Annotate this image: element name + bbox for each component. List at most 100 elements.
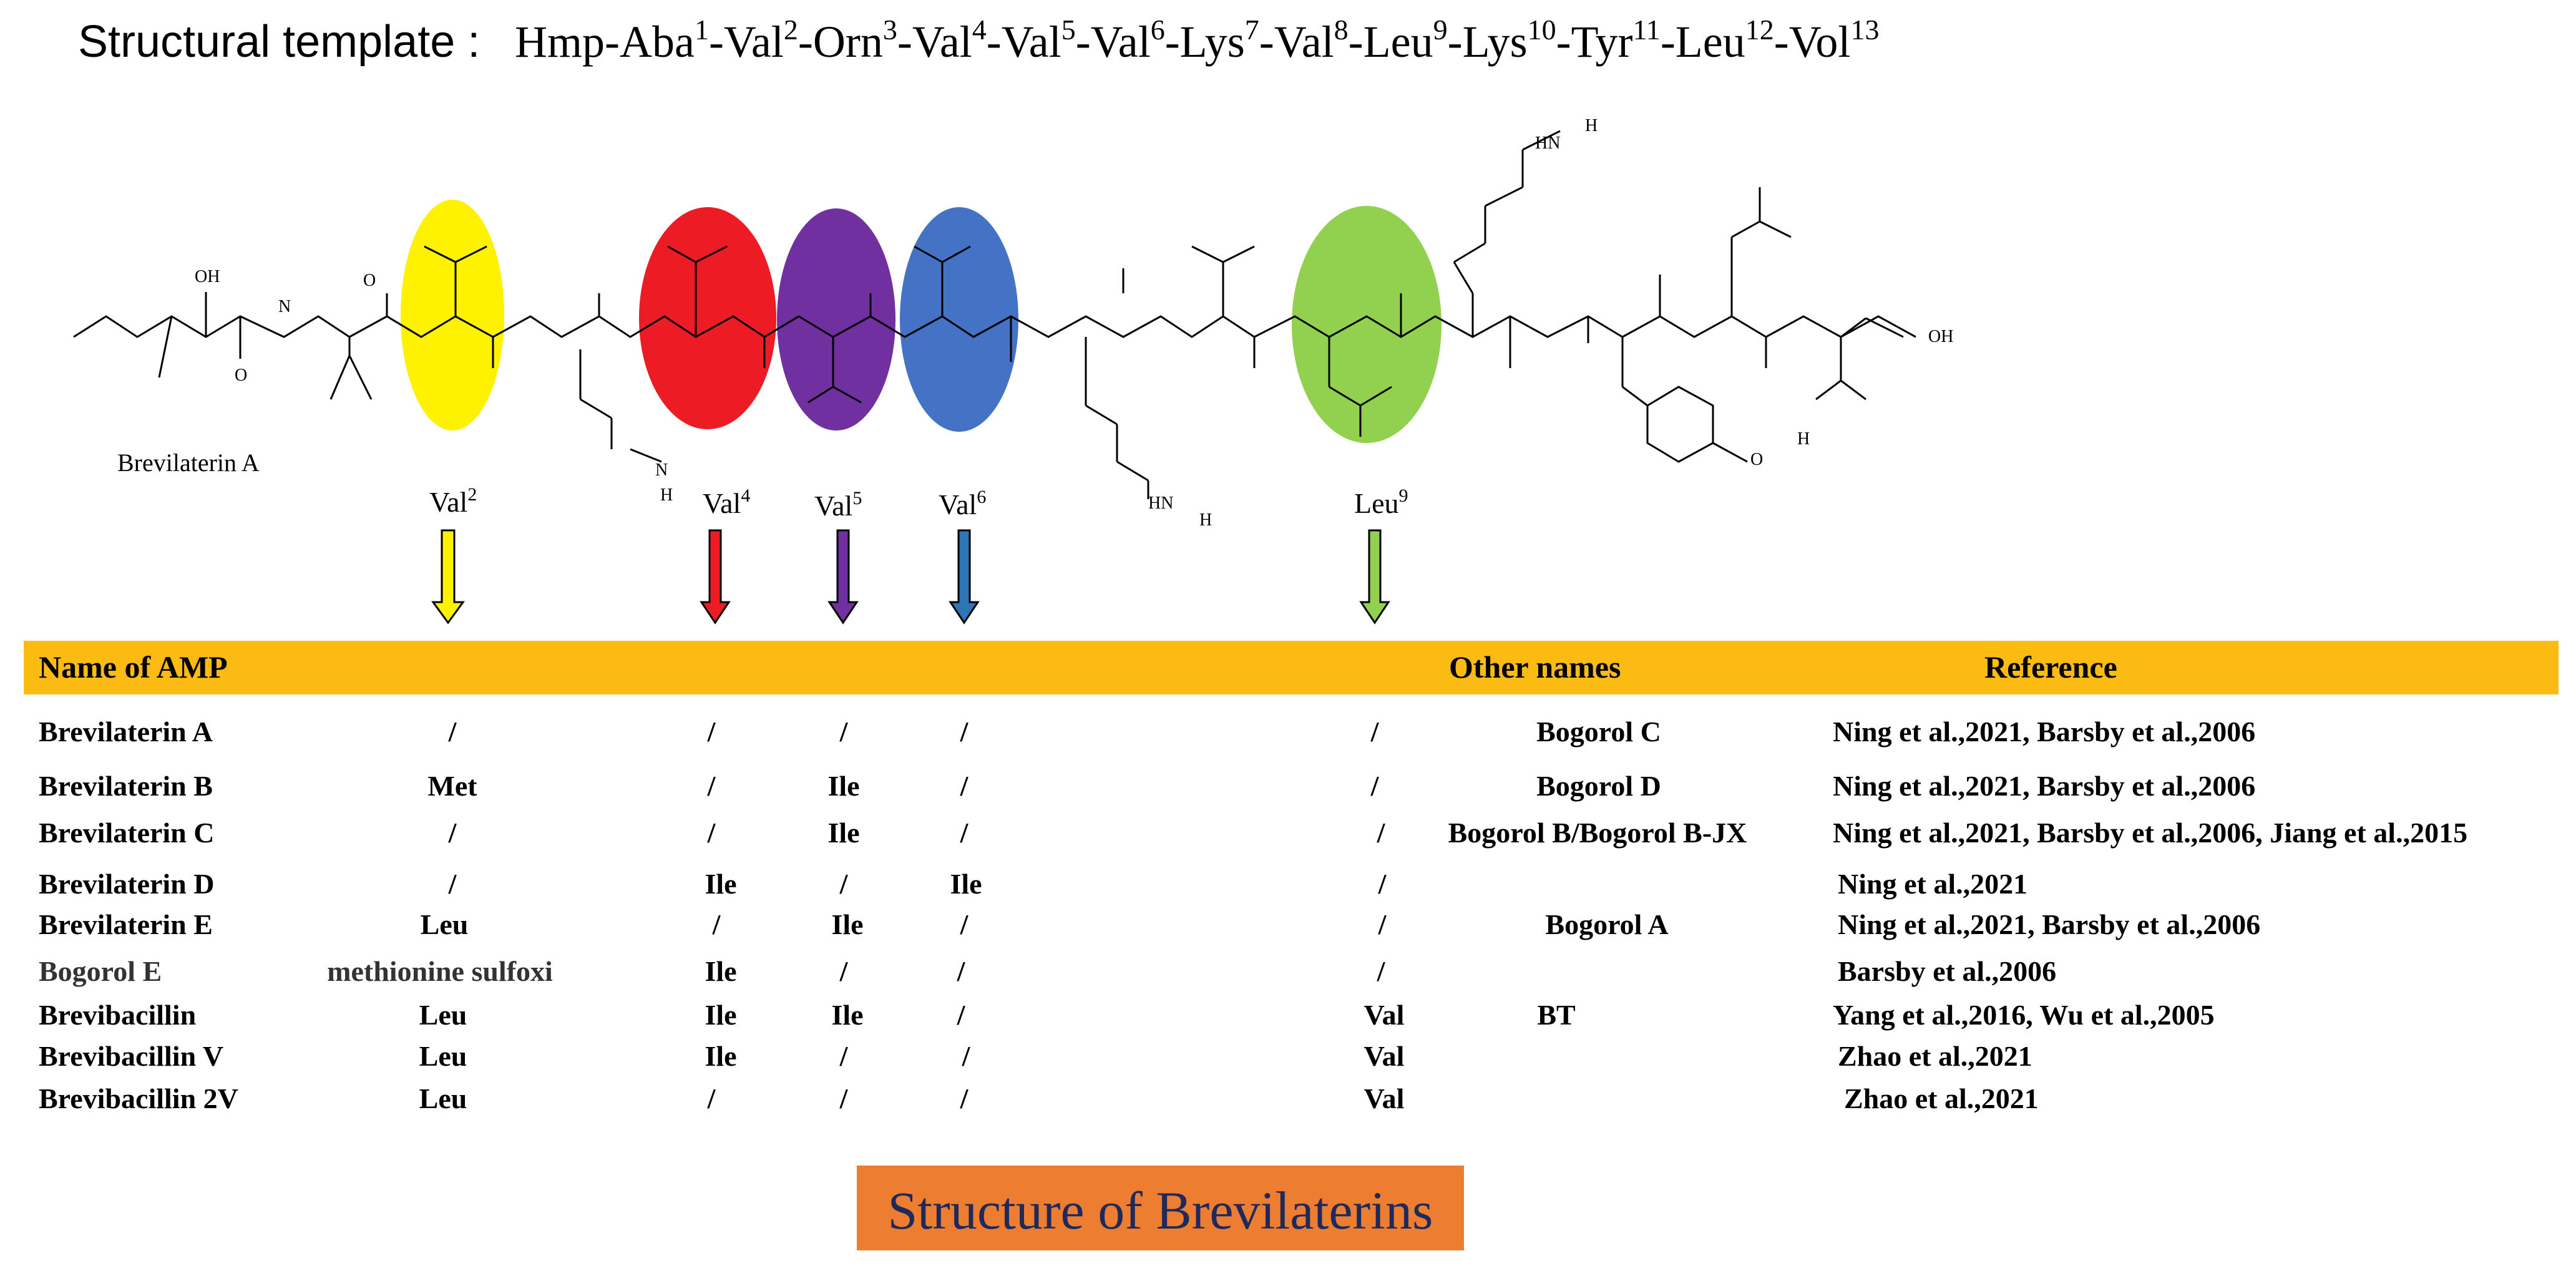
val2-substitution: Leu <box>419 1083 467 1114</box>
residue-label-val5: Val5 <box>814 489 862 522</box>
val4-substitution: Ile <box>705 955 737 987</box>
reference: Ning et al.,2021, Barsby et al.,2006 <box>1833 770 2256 802</box>
val2-substitution: methionine sulfoxi <box>327 955 553 987</box>
seq-res: -Val <box>986 17 1061 67</box>
h-atom: H <box>1585 116 1598 135</box>
residue-num: 6 <box>977 487 987 507</box>
val4-substitution: / <box>707 1083 716 1114</box>
reference: Ning et al.,2021 <box>1838 868 2028 900</box>
amp-name: Brevibacillin V <box>39 1040 224 1072</box>
val6-substitution: Ile <box>950 868 982 900</box>
n-atom: N <box>278 297 291 316</box>
seq-res: Hmp-Aba <box>515 17 695 67</box>
residue-num: 4 <box>741 485 751 506</box>
arrow-val6 <box>949 529 980 625</box>
val5-substitution: / <box>839 716 848 747</box>
leu9-substitution: / <box>1377 817 1385 849</box>
o-atom: O <box>235 366 247 385</box>
other-names: Bogorol A <box>1545 908 1669 940</box>
residue-name: Val <box>939 489 977 520</box>
o-atom: O <box>363 271 376 290</box>
amp-name: Brevilaterin A <box>39 716 213 747</box>
reference: Ning et al.,2021, Barsby et al.,2006, Ji… <box>1833 817 2468 849</box>
leu9-substitution: / <box>1370 770 1379 802</box>
val5-highlight <box>777 208 895 431</box>
val6-substitution: / <box>960 817 968 849</box>
seq-res: -Lys <box>1447 17 1528 67</box>
leu9-substitution: Val <box>1364 1083 1405 1114</box>
val6-substitution: / <box>957 955 965 987</box>
seq-num: 10 <box>1527 14 1556 46</box>
reference: Ning et al.,2021, Barsby et al.,2006 <box>1838 908 2261 940</box>
other-names: Bogorol B/Bogorol B-JX <box>1448 817 1747 849</box>
reference: Zhao et al.,2021 <box>1844 1083 2039 1114</box>
seq-res: -Leu <box>1348 17 1433 67</box>
val2-substitution: Leu <box>419 999 467 1031</box>
val5-substitution: Ile <box>831 908 864 940</box>
val4-substitution: / <box>707 770 716 802</box>
table-header-bar <box>24 641 2559 694</box>
val4-substitution: Ile <box>705 868 737 900</box>
amp-name: Brevibacillin 2V <box>39 1083 238 1114</box>
reference: Yang et al.,2016, Wu et al.,2005 <box>1833 999 2215 1031</box>
other-names: Bogorol C <box>1536 716 1661 747</box>
reference: Zhao et al.,2021 <box>1838 1040 2032 1072</box>
arrow-val2 <box>431 529 465 625</box>
h-atom: H <box>1199 510 1212 530</box>
seq-num: 1 <box>694 14 709 46</box>
residue-label-val2: Val2 <box>429 485 477 519</box>
seq-res: -Val <box>1075 17 1151 67</box>
seq-res: -Orn <box>798 17 883 67</box>
oh-end-atom: OH <box>1928 327 1953 346</box>
val2-substitution: / <box>448 716 457 747</box>
seq-num: 7 <box>1244 14 1259 46</box>
val4-substitution: / <box>707 817 716 849</box>
residue-name: Leu <box>1354 487 1399 519</box>
val6-substitution: / <box>960 908 968 940</box>
seq-res: -Val <box>1259 17 1334 67</box>
val6-substitution: / <box>960 1083 968 1114</box>
leu9-substitution: / <box>1378 868 1387 900</box>
arrow-leu9 <box>1359 529 1390 625</box>
val5-substitution: / <box>839 955 848 987</box>
amp-name: Brevilaterin B <box>39 770 213 802</box>
residue-num: 2 <box>467 484 477 505</box>
seq-num: 4 <box>972 14 987 46</box>
seq-num: 6 <box>1150 14 1165 46</box>
val6-substitution: / <box>960 770 968 802</box>
residue-label-val6: Val6 <box>939 488 986 521</box>
val4-substitution: / <box>707 716 716 747</box>
val5-substitution: Ile <box>827 817 860 849</box>
residue-label-val4: Val4 <box>703 487 750 520</box>
amp-name: Bogorol E <box>39 955 162 987</box>
header-reference: Reference <box>1984 650 2117 684</box>
seq-num: 2 <box>783 14 798 46</box>
val2-substitution: Leu <box>420 908 469 940</box>
val5-substitution: / <box>839 1083 848 1114</box>
val5-substitution: / <box>839 1040 848 1072</box>
val2-highlight <box>401 200 504 431</box>
leu9-highlight <box>1292 206 1442 443</box>
structure-caption: Structure of Brevilaterins <box>887 1181 1433 1240</box>
val4-substitution: Ile <box>705 1040 737 1072</box>
leu9-substitution: Val <box>1364 1040 1405 1072</box>
residue-name: Val <box>814 490 853 522</box>
val4-highlight <box>639 207 776 429</box>
molecule-name-label: Brevilaterin A <box>117 449 260 477</box>
leu9-substitution: / <box>1370 716 1379 747</box>
val5-substitution: Ile <box>831 999 864 1031</box>
other-names: BT <box>1537 999 1576 1031</box>
val2-substitution: Leu <box>419 1040 467 1072</box>
val6-substitution: / <box>962 1040 970 1072</box>
residue-name: Val <box>429 486 468 518</box>
residue-arrows <box>431 529 1390 625</box>
brevilaterin-a-structure: OH N O O N H HN H HN H O H OH <box>73 116 1953 530</box>
hn-atom: HN <box>1535 134 1560 153</box>
leu9-substitution: Val <box>1364 999 1405 1031</box>
val5-substitution: Ile <box>827 770 860 802</box>
amp-name: Brevilaterin C <box>39 817 215 849</box>
seq-num: 12 <box>1745 14 1774 46</box>
reference: Ning et al.,2021, Barsby et al.,2006 <box>1833 716 2256 747</box>
header-other-names: Other names <box>1449 650 1621 684</box>
seq-res: -Val <box>897 17 972 67</box>
